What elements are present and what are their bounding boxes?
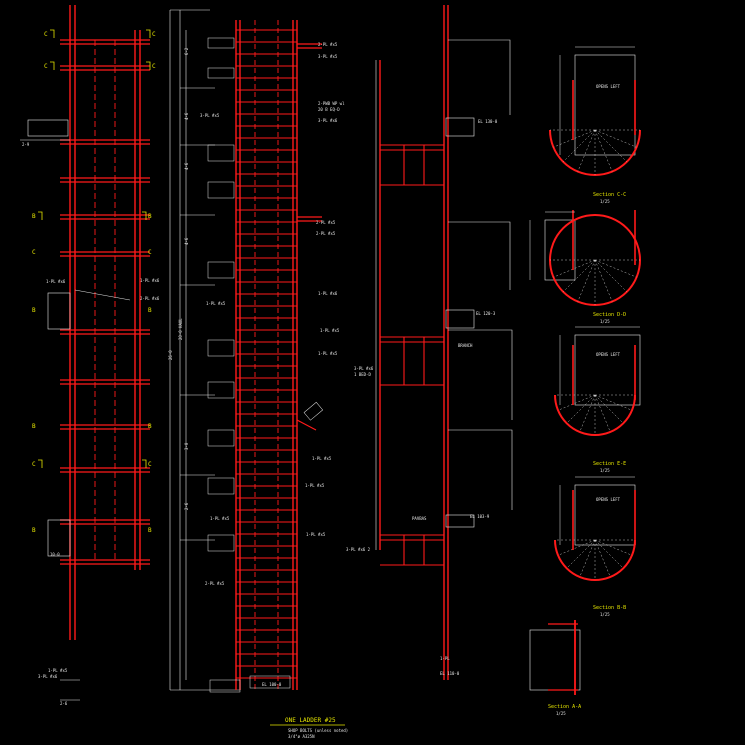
svg-text:1-PL #x5: 1-PL #x5 [305,483,325,488]
section-title-a: Section A-A [548,704,581,710]
svg-text:EL 130-0: EL 130-0 [478,119,498,124]
section-view [554,476,636,581]
section-scale-b: 1/25 [600,612,610,617]
svg-text:2-9: 2-9 [22,142,30,147]
section-label-d: Section D-D 1/25 [593,312,626,324]
svg-text:2-PWB WP wl: 2-PWB WP wl [318,101,345,106]
svg-text:EL 103-9: EL 103-9 [470,514,490,519]
svg-text:PAVBAS: PAVBAS [412,516,427,521]
svg-text:1-PL #x6: 1-PL #x6 [140,278,160,283]
svg-text:1-PL: 1-PL [440,656,450,661]
elevation-left: C C C C B B C C B B B B C C B B 1-PL #x6 1-PL #x… [20,5,160,706]
svg-text:4-6: 4-6 [184,162,189,170]
dimension-string: 6-2 4-6 4-6 4-6 26-0 20-0 HAUL 3-0 2-6 [168,9,240,691]
svg-text:3-PL #x6: 3-PL #x6 [38,674,58,679]
section-view-a [529,620,581,695]
svg-text:26-0: 26-0 [168,350,173,360]
section-note-c: OPENS LEFT [596,84,621,89]
svg-text:1 BED-D: 1 BED-D [354,372,371,377]
svg-text:B: B [32,527,36,534]
svg-text:3-PL #x6: 3-PL #x6 [318,118,338,123]
section-view [529,210,641,306]
section-scale-d: 1/25 [600,319,610,324]
svg-text:3-PL #x5: 3-PL #x5 [318,54,338,59]
svg-text:10-0: 10-0 [50,552,60,557]
section-note-b: OPENS LEFT [596,497,621,502]
svg-text:1-PL #x5: 1-PL #x5 [48,668,68,673]
svg-text:B: B [148,527,152,534]
section-markers-left: C C C C B B C C B B B B C C B B [32,31,156,534]
svg-text:C: C [32,249,36,256]
svg-text:1-PL #x5: 1-PL #x5 [320,328,340,333]
svg-text:B: B [32,213,36,220]
svg-text:2-PL #x5: 2-PL #x5 [318,42,338,47]
svg-text:3-0: 3-0 [184,442,189,450]
svg-text:2-PL #x5: 2-PL #x5 [316,220,336,225]
svg-text:C: C [148,249,152,256]
section-title-b: Section B-B [593,605,626,611]
section-view [554,326,641,436]
svg-text:C: C [44,63,48,70]
svg-text:4-6: 4-6 [184,237,189,245]
section-label-b: Section B-B 1/25 [593,605,626,617]
svg-text:2-PL #x5: 2-PL #x5 [205,581,225,586]
svg-text:C: C [148,461,152,468]
svg-text:1-PL #x6: 1-PL #x6 [46,279,66,284]
section-views [529,46,641,695]
title-note-2: 3/4"ø A325N [288,734,315,739]
svg-text:3-PL #x6 2: 3-PL #x6 2 [346,547,371,552]
drawing-title: ONE LADDER #25 [285,717,336,724]
svg-text:EL 110-0: EL 110-0 [440,671,460,676]
svg-text:6-2: 6-2 [184,47,189,55]
svg-text:3-PL #x6: 3-PL #x6 [354,366,374,371]
section-view [549,46,641,176]
svg-text:B: B [148,423,152,430]
section-label-a: Section A-A 1/25 [548,704,581,716]
svg-text:BRANCH: BRANCH [458,343,473,348]
svg-text:3-PL #x5: 3-PL #x5 [200,113,220,118]
svg-text:B: B [32,423,36,430]
svg-text:1-PL #x5: 1-PL #x5 [306,532,326,537]
svg-text:2-6: 2-6 [184,502,189,510]
svg-text:1-PL #x5: 1-PL #x5 [312,456,332,461]
svg-text:4-6: 4-6 [184,112,189,120]
elevation-middle: 2-PL #x5 3-PL #x5 2-PWB WP wl 20 B EQ-D … [200,20,345,693]
svg-text:EL 100-0: EL 100-0 [262,682,282,687]
svg-text:1-PL #x5: 1-PL #x5 [210,516,230,521]
svg-text:20 B EQ-D: 20 B EQ-D [318,107,340,112]
title-block: ONE LADDER #25 SHOP BOLTS (unless noted)… [270,717,348,739]
section-scale-a: 1/25 [556,711,566,716]
section-title-d: Section D-D [593,312,626,318]
svg-text:1-PL #x5: 1-PL #x5 [318,351,338,356]
svg-text:C: C [152,31,156,38]
section-scale-e: 1/25 [600,468,610,473]
svg-text:2-PL #x6: 2-PL #x6 [140,296,160,301]
svg-text:2-6: 2-6 [60,701,68,706]
svg-text:1-PL #x6: 1-PL #x6 [318,291,338,296]
svg-text:B: B [32,307,36,314]
svg-text:C: C [152,63,156,70]
title-note-1: SHOP BOLTS (unless noted) [288,728,348,733]
svg-text:2-PL #x5: 2-PL #x5 [316,231,336,236]
section-label-e: Section E-E 1/25 [593,461,626,473]
svg-text:1-PL #x5: 1-PL #x5 [206,301,226,306]
section-scale-c: 1/25 [600,199,610,204]
svg-text:C: C [44,31,48,38]
svg-text:20-0 HAUL: 20-0 HAUL [178,318,183,340]
svg-text:B: B [148,307,152,314]
section-label-c: Section C-C 1/25 [593,192,626,204]
section-title-e: Section E-E [593,461,626,467]
elevation-right: EL 130-0 EL 120-3 BRANCH EL 103-9 3-PL #… [346,5,513,680]
svg-text:EL 120-3: EL 120-3 [476,311,496,316]
section-title-c: Section C-C [593,192,626,198]
svg-text:C: C [32,461,36,468]
section-note-e: OPENS LEFT [596,352,621,357]
svg-text:B: B [148,213,152,220]
